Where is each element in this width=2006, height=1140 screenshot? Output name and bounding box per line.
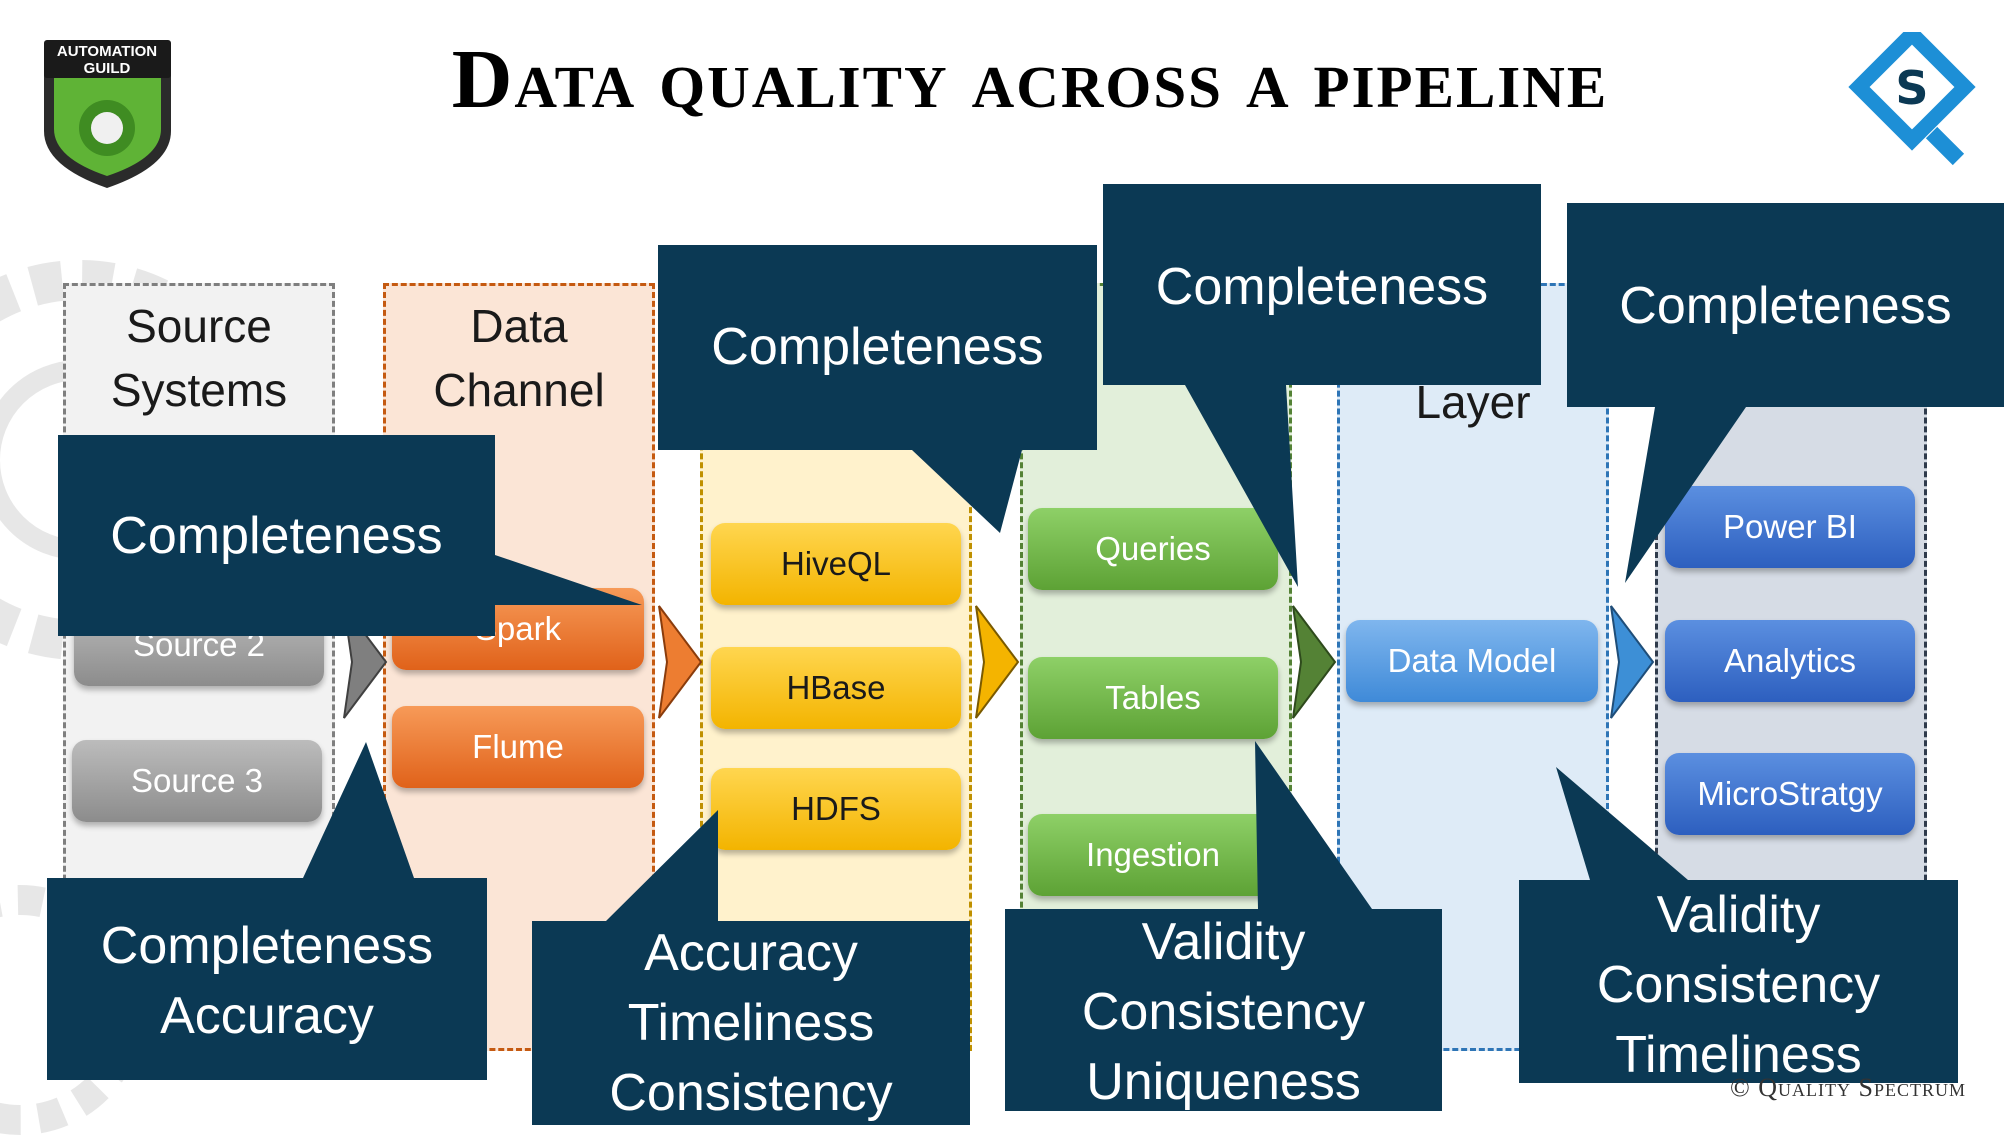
automation-guild-logo: AUTOMATION GUILD	[44, 40, 171, 188]
slide-title: Data quality across a pipeline	[451, 33, 1609, 126]
item-hbase[interactable]: HBase	[711, 647, 961, 729]
item-source-3[interactable]: Source 3	[72, 740, 322, 822]
item-spark[interactable]: Spark	[392, 588, 644, 670]
item-data-model[interactable]: Data Model	[1346, 620, 1598, 702]
callout-c3-text: Completeness	[1155, 258, 1489, 316]
item-hdfs[interactable]: HDFS	[711, 768, 961, 850]
callout-c6-text: Accuracy Timeliness Consistency	[609, 924, 893, 1122]
arrow-orange	[658, 605, 703, 719]
callout-c2-text: Completeness	[711, 318, 1044, 376]
lane-title-layer: Layer	[1415, 376, 1531, 428]
lane-title-data-channel: Data Channel	[433, 300, 605, 416]
item-hiveql[interactable]: HiveQL	[711, 523, 961, 605]
item-microstrategy[interactable]: MicroStratgy	[1665, 753, 1915, 835]
callout-c4-text: Completeness	[1619, 277, 1952, 335]
copyright-notice: © Quality Spectrum	[1730, 1073, 1966, 1102]
item-flume[interactable]: Flume	[392, 706, 644, 788]
item-power-bi[interactable]: Power BI	[1665, 486, 1915, 568]
item-ingestion[interactable]: Ingestion	[1028, 814, 1278, 896]
item-source-2[interactable]: Source 2	[74, 604, 324, 686]
item-analytics[interactable]: Analytics	[1665, 620, 1915, 702]
arrow-blue	[1610, 605, 1655, 719]
lane-title-source-systems: Source Systems	[110, 300, 288, 416]
quality-spectrum-logo: S	[1848, 32, 1976, 166]
callout-c7-text: Validity Consistency Uniqueness	[1081, 913, 1366, 1111]
item-tables[interactable]: Tables	[1028, 657, 1278, 739]
logo-text-line2: GUILD	[84, 60, 131, 77]
logo-letter: S	[1895, 61, 1928, 115]
arrow-green	[1292, 605, 1337, 719]
callout-c8-text: Validity Consistency Timeliness	[1596, 886, 1881, 1084]
callout-c5-text: Completeness Accuracy	[100, 917, 434, 1045]
logo-text-line1: AUTOMATION	[57, 43, 157, 60]
item-queries[interactable]: Queries	[1028, 508, 1278, 590]
callout-c1-text: Completeness	[110, 507, 443, 565]
arrow-yellow	[975, 605, 1020, 719]
